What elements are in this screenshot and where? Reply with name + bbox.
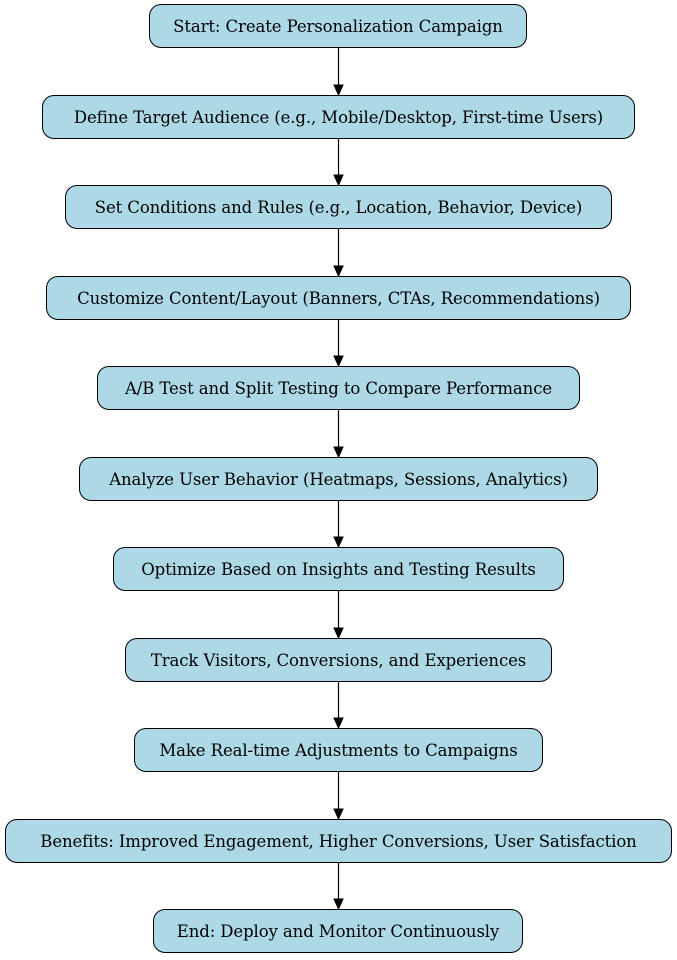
node-optimize: Optimize Based on Insights and Testing R… bbox=[113, 547, 564, 591]
node-real-time-adjustments: Make Real-time Adjustments to Campaigns bbox=[134, 728, 543, 772]
arrowhead-icon bbox=[333, 355, 344, 368]
node-ab-test: A/B Test and Split Testing to Compare Pe… bbox=[97, 366, 580, 410]
node-define-target-audience: Define Target Audience (e.g., Mobile/Des… bbox=[42, 95, 635, 139]
arrowhead-icon bbox=[333, 265, 344, 278]
arrowhead-icon bbox=[333, 446, 344, 459]
node-start: Start: Create Personalization Campaign bbox=[149, 4, 527, 48]
arrowhead-icon bbox=[333, 536, 344, 549]
arrowhead-icon bbox=[333, 898, 344, 911]
node-benefits: Benefits: Improved Engagement, Higher Co… bbox=[5, 819, 672, 863]
arrowhead-icon bbox=[333, 174, 344, 187]
arrowhead-icon bbox=[333, 627, 344, 640]
arrowhead-icon bbox=[333, 717, 344, 730]
node-track-visitors: Track Visitors, Conversions, and Experie… bbox=[125, 638, 552, 682]
node-set-conditions-rules: Set Conditions and Rules (e.g., Location… bbox=[65, 185, 612, 229]
node-customize-content: Customize Content/Layout (Banners, CTAs,… bbox=[46, 276, 631, 320]
arrowhead-icon bbox=[333, 84, 344, 97]
node-analyze-user-behavior: Analyze User Behavior (Heatmaps, Session… bbox=[79, 457, 598, 501]
node-end: End: Deploy and Monitor Continuously bbox=[153, 909, 523, 953]
arrowhead-icon bbox=[333, 808, 344, 821]
